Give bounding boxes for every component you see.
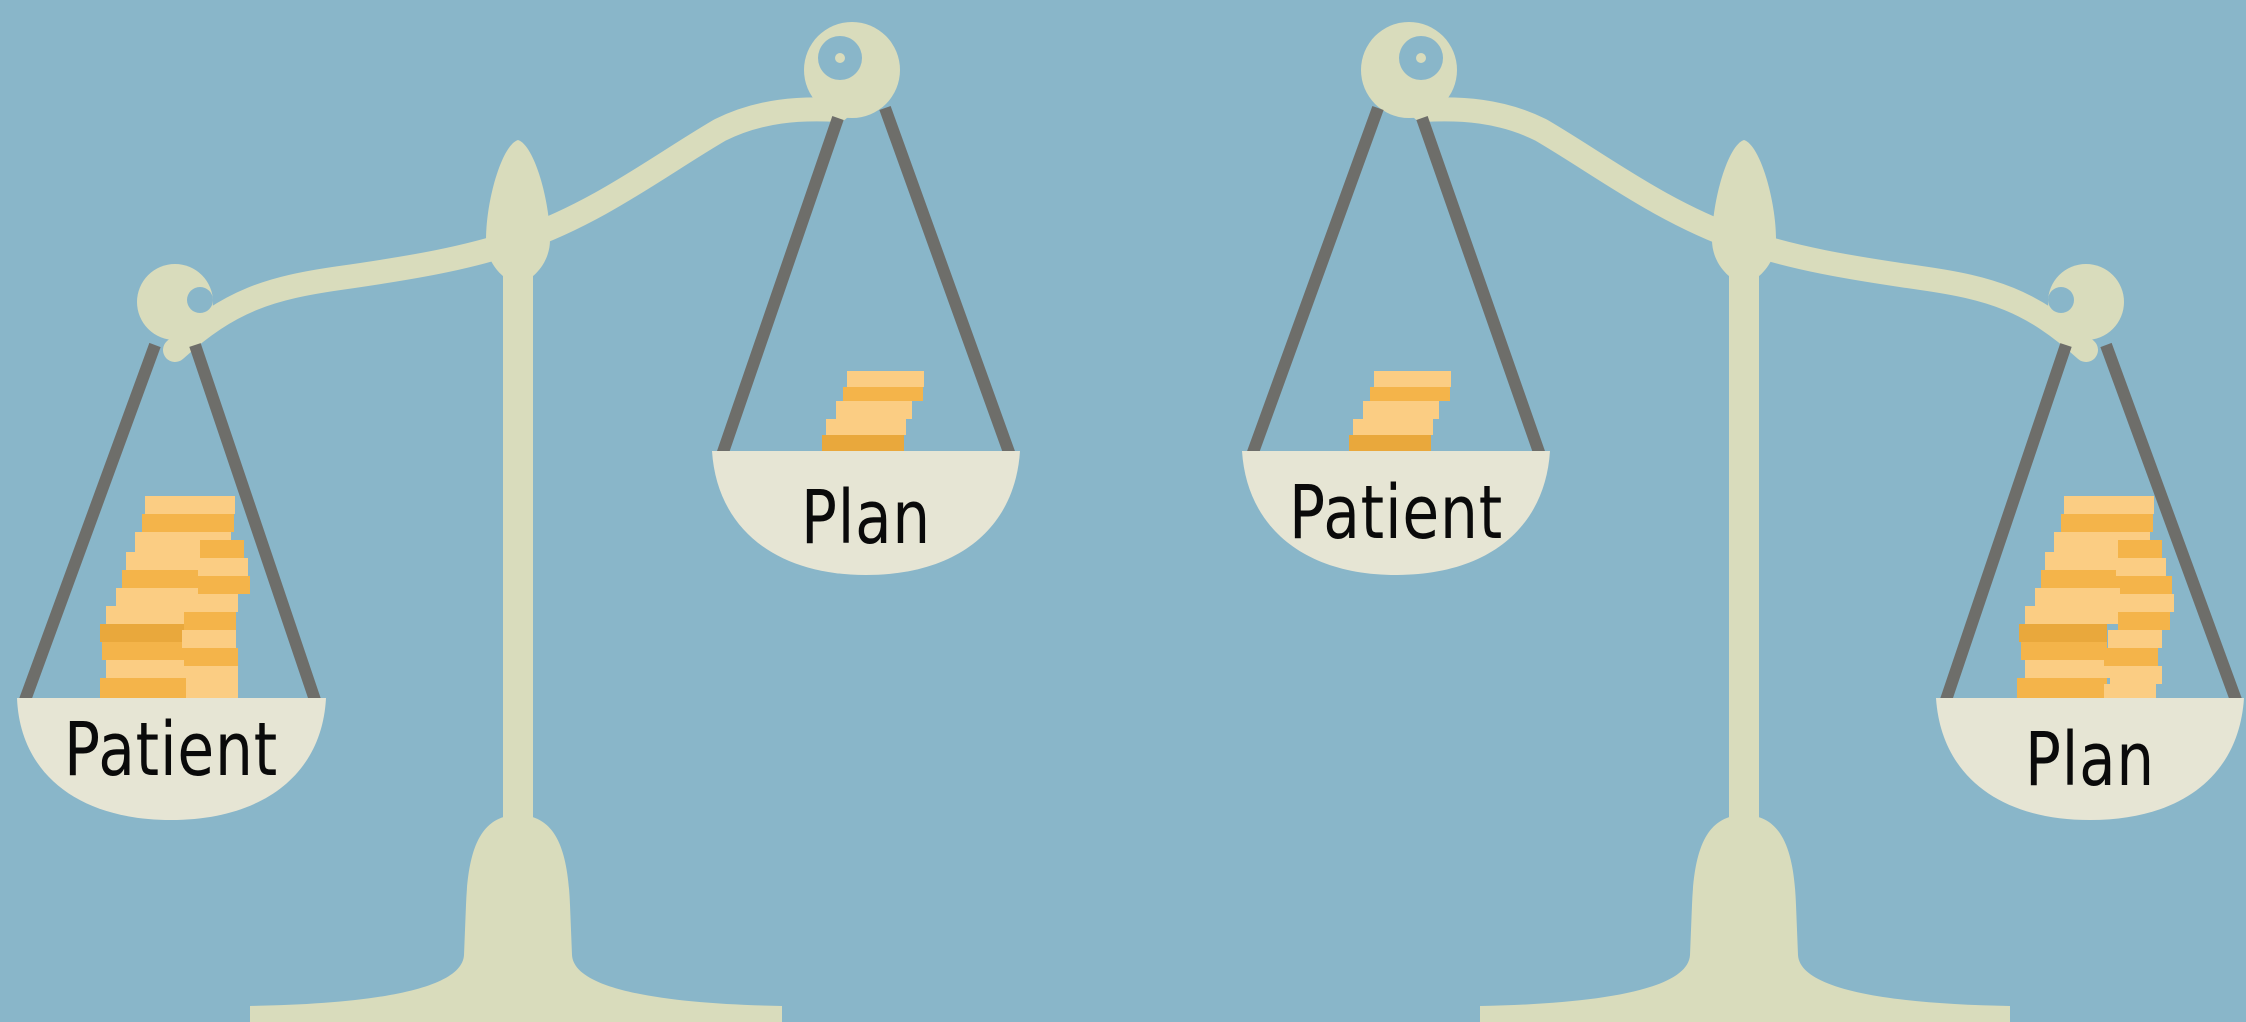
pan-label: Patient [64, 707, 278, 793]
right-pan-rope [879, 105, 1016, 458]
pan-label: Patient [1289, 470, 1503, 556]
scale-base [1480, 815, 2010, 1022]
left-pan-rope [1416, 116, 1546, 457]
scale-beam [1411, 97, 2098, 362]
scale-finial [1712, 140, 1776, 284]
right-pan-rope [2100, 342, 2242, 703]
scale-pillar [1729, 250, 1759, 820]
scale-pillar [503, 250, 533, 820]
scale-base [250, 815, 782, 1022]
scale-finial [486, 140, 550, 284]
scale-right: Patient Plan [1242, 22, 2244, 1022]
pan-label: Plan [801, 475, 931, 561]
left-hook [137, 264, 213, 340]
pan-bowl [712, 451, 1020, 575]
coin-stack-large [2017, 496, 2174, 702]
right-hook [2048, 264, 2124, 340]
pan-label: Plan [2025, 717, 2155, 803]
coin-stack-large [100, 496, 250, 702]
right-pan-rope [1940, 343, 2072, 702]
scale-beam [163, 97, 850, 362]
left-pan-rope [189, 343, 321, 702]
left-pan-rope [19, 342, 161, 703]
pan-bowl [17, 698, 326, 820]
coin-stack-small [822, 371, 924, 451]
scale-left: Patient Plan [17, 22, 1020, 1022]
left-pan-rope [1246, 105, 1384, 458]
pan-bowl [1242, 451, 1550, 575]
right-pan-rope [716, 116, 844, 457]
coin-stack-small [1349, 371, 1451, 451]
pan-bowl [1936, 698, 2244, 820]
